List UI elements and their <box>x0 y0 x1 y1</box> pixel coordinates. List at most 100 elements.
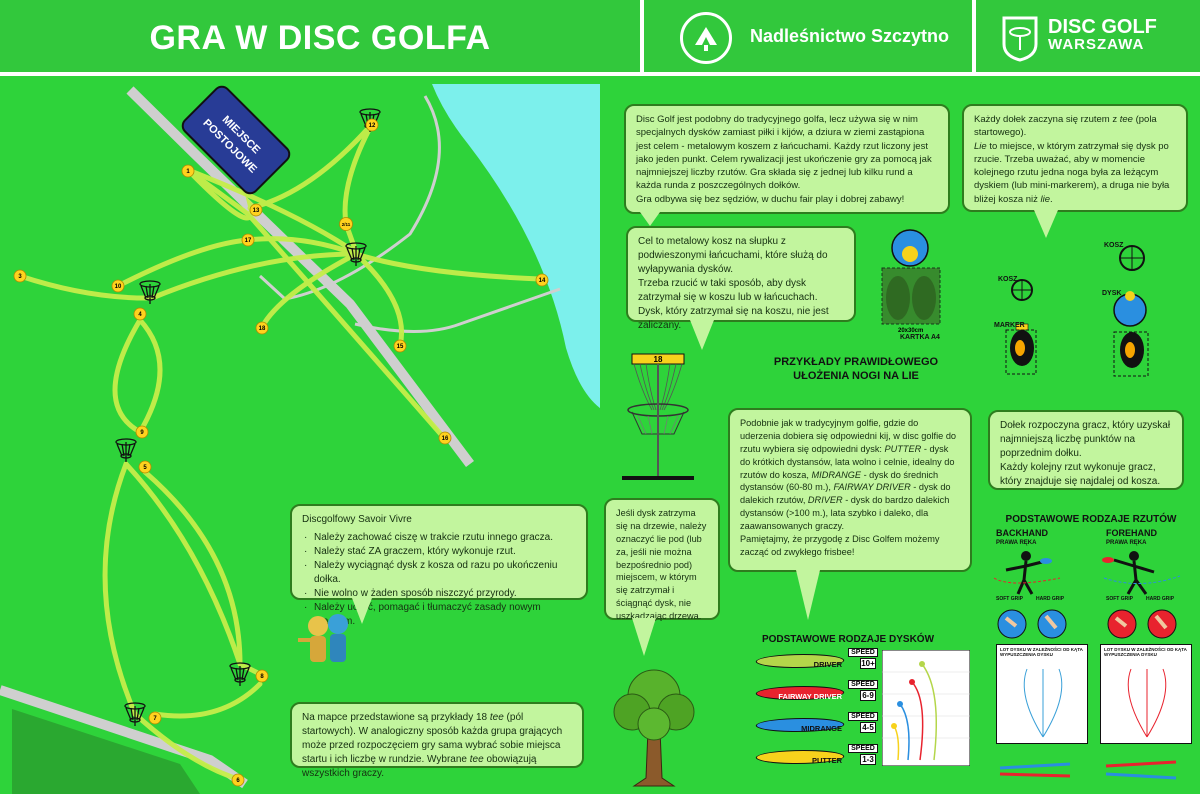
forehand-flight-panel: LOT DYSKU W ZALEŻNOŚCI OD KĄTA WYPUSZCZE… <box>1100 644 1192 744</box>
vivre-item: Nie wolno w żaden sposób niszczyć przyro… <box>302 587 576 601</box>
tee-label: 7 <box>153 716 157 722</box>
basket-text-2: Trzeba rzucić w taki sposób, aby dysk za… <box>638 278 829 331</box>
tee-label: 10 <box>115 284 122 290</box>
disc-row-midrange: MIDRANGE SPEED 4-5 <box>751 712 880 736</box>
lie-title: PRZYKŁADY PRAWIDŁOWEGO UŁOŻENIA NOGI NA … <box>756 356 956 384</box>
speed-value: 6-9 <box>860 690 876 701</box>
lie-marker-diagram <box>1005 245 1149 377</box>
basket-icon <box>124 702 146 726</box>
box-tail <box>632 618 656 656</box>
parking-sign: MIEJSCE POSTOJOWE <box>181 85 291 195</box>
speed-label: SPEED <box>848 744 878 753</box>
basket-icon <box>345 242 367 266</box>
speed-box: SPEED 4-5 <box>848 712 878 734</box>
basket-box: Cel to metalowy kosz na słupku z podwies… <box>626 226 856 331</box>
order-box: Dołek rozpoczyna gracz, który uzyskał na… <box>988 410 1184 490</box>
tree-icon <box>613 669 695 787</box>
basket-icon <box>229 662 251 686</box>
speed-label: SPEED <box>848 712 878 721</box>
header-divider <box>640 0 644 76</box>
vivre-item: Należy stać ZA graczem, który wykonuje r… <box>302 545 576 559</box>
tee-label: 2/11 <box>342 222 351 227</box>
box-tail <box>690 320 714 350</box>
header: GRA W DISC GOLFA Nadleśnictwo Szczytno D… <box>0 0 1200 76</box>
course-map: 1 3 4 5 6 7 8 9 10 12 13 14 15 16 17 18 … <box>0 84 600 794</box>
tee-label: 4 <box>138 312 142 318</box>
hard-grip-label-1: HARD GRIP <box>1036 596 1065 602</box>
box-tail <box>352 598 372 624</box>
org-name: Nadleśnictwo Szczytno <box>750 26 950 46</box>
disc-choice-box: Podobnie jak w tradycyjnym golfie, gdzie… <box>728 408 972 572</box>
card-label-2: KARTKA A4 <box>900 334 940 341</box>
players-icon <box>298 614 348 662</box>
intro-box: Disc Golf jest podobny do tradycyjnego g… <box>624 104 950 214</box>
basket-number: 18 <box>654 355 663 364</box>
disc-row-driver: DRIVER SPEED 10+ <box>751 648 880 672</box>
vivre-title: Discgolfowy Savoir Vivre <box>302 514 412 525</box>
tree-text: Jeśli dysk zatrzyma się na drzewie, nale… <box>616 508 707 621</box>
disc-name: PUTTER <box>812 756 842 765</box>
disc-name: FAIRWAY DRIVER <box>778 692 842 701</box>
dysk-label: DYSK <box>1102 290 1122 297</box>
disc-row-putter: PUTTER SPEED 1-3 <box>751 744 880 768</box>
vivre-item: Należy zachować ciszę w trakcie rzutu in… <box>302 531 576 545</box>
speed-box: SPEED 1-3 <box>848 744 878 766</box>
throw-figures <box>993 551 1181 595</box>
forehand-hand-label: PRAWA RĘKA <box>1106 540 1147 546</box>
disc-types-list: DRIVER SPEED 10+ FAIRWAY DRIVER SPEED 6-… <box>751 648 880 770</box>
speed-value: 10+ <box>860 658 876 669</box>
order-text-2: Każdy kolejny rzut wykonuje gracz, który… <box>1000 462 1161 487</box>
box-tail <box>796 570 820 620</box>
speed-label: SPEED <box>848 680 878 689</box>
intro-text-2: Gra odbywa się bez sędziów, w duchu fair… <box>636 193 905 205</box>
tee-label: 5 <box>143 465 147 471</box>
backhand-label: BACKHAND <box>996 528 1048 538</box>
tee-label: 3 <box>18 274 22 280</box>
disc-flight-chart <box>882 650 970 766</box>
kosz-label-1: KOSZ <box>1104 242 1124 249</box>
tee-lie-box: Każdy dołek zaczyna się rzutem z tee (po… <box>962 104 1188 212</box>
tee-markers: 1 3 4 5 6 7 8 9 10 12 13 14 15 16 17 18 … <box>13 118 549 787</box>
speed-box: SPEED 10+ <box>848 648 878 670</box>
box-tail <box>640 212 660 226</box>
speed-value: 4-5 <box>860 722 876 733</box>
disc-row-fairway-driver: FAIRWAY DRIVER SPEED 6-9 <box>751 680 880 704</box>
tee-label: 12 <box>369 123 376 129</box>
lie-text: Lie to miejsce, w którym zatrzymał się d… <box>974 140 1170 205</box>
lasy-panstwowe-logo <box>680 12 732 64</box>
lake <box>432 84 600 409</box>
intro-text: Disc Golf jest podobny do tradycyjnego g… <box>636 114 932 192</box>
disc-name: DRIVER <box>813 660 842 669</box>
tee-label: 14 <box>539 278 546 284</box>
tee-label: 13 <box>253 208 260 214</box>
dgw-subtitle: WARSZAWA <box>1048 36 1145 53</box>
tee-label: 18 <box>259 326 266 332</box>
side-road-2 <box>354 287 561 333</box>
tee-label: 8 <box>260 674 264 680</box>
tee-label: 1 <box>186 169 190 175</box>
forehand-label: FOREHAND <box>1106 528 1157 538</box>
lie-title-1: PRZYKŁADY PRAWIDŁOWEGO <box>773 356 939 368</box>
discs-text: Podobnie jak w tradycyjnym golfie, gdzie… <box>740 418 957 531</box>
box-tail <box>1034 210 1058 238</box>
forest-patch <box>12 709 200 794</box>
main-road <box>126 86 474 467</box>
speed-value: 1-3 <box>860 754 876 765</box>
backhand-flight-panel: LOT DYSKU W ZALEŻNOŚCI OD KĄTA WYPUSZCZE… <box>996 644 1088 744</box>
tee-label: 16 <box>442 436 449 442</box>
release-angles <box>999 760 1177 780</box>
lie-foot-diagram: 20x30cm <box>881 229 941 334</box>
basket-icons <box>115 108 381 726</box>
card-label-1: 20x30cm <box>898 328 923 334</box>
backhand-hand-label: PRAWA RĘKA <box>996 540 1037 546</box>
grip-discs <box>997 609 1177 639</box>
tee-label: 6 <box>236 778 240 784</box>
tee-label: 17 <box>245 238 252 244</box>
disc-types-title: PODSTAWOWE RODZAJE DYSKÓW <box>761 634 935 645</box>
savoir-vivre-box: Discgolfowy Savoir Vivre Należy zachować… <box>290 504 588 627</box>
soft-grip-label-2: SOFT GRIP <box>1106 596 1133 602</box>
hard-grip-label-2: HARD GRIP <box>1146 596 1175 602</box>
tee-label: 9 <box>140 430 144 436</box>
speed-box: SPEED 6-9 <box>848 680 878 702</box>
basket-text: Cel to metalowy kosz na słupku z podwies… <box>638 236 828 275</box>
